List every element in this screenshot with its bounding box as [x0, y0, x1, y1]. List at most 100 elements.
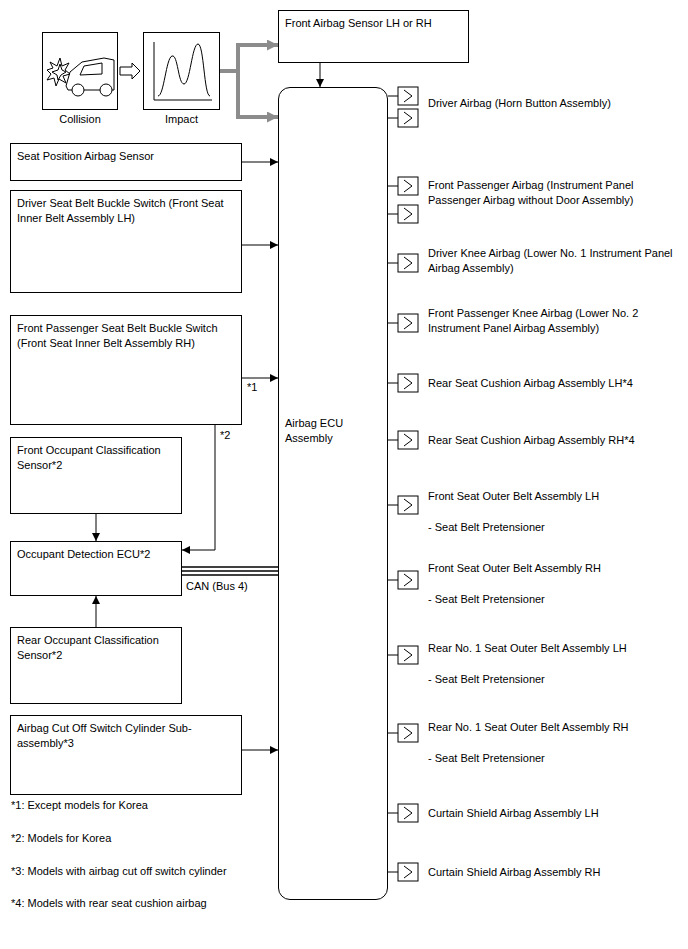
squib-output: Rear Seat Cushion Airbag Assembly RH*4	[398, 429, 684, 452]
squib-output: Rear No. 1 Seat Outer Belt Assembly RH- …	[398, 716, 684, 766]
connector-line	[388, 263, 398, 264]
squib-output: Rear Seat Cushion Airbag Assembly LH*4	[398, 372, 684, 395]
illustration-frame: Impact	[143, 32, 220, 110]
squib-body	[398, 177, 418, 195]
squib-body	[398, 109, 418, 127]
impact-burst	[47, 58, 70, 86]
connector-line	[388, 872, 398, 873]
squib-body	[398, 804, 418, 822]
connector-line	[388, 186, 398, 187]
node-text: Front Seat Outer Belt Assembly LH	[428, 489, 684, 504]
squib-symbols	[398, 486, 422, 517]
connector-line	[320, 63, 321, 87]
squib-body	[398, 646, 418, 664]
connector-line	[182, 425, 215, 550]
node-text: Rear No. 1 Seat Outer Belt Assembly RH	[428, 720, 684, 735]
connector	[388, 733, 398, 734]
connector-line	[388, 733, 398, 734]
node-text: Airbag ECU Assembly	[285, 416, 357, 446]
node-text: Impact	[134, 112, 229, 127]
node-text: Rear Seat Cushion Airbag Assembly LH*4	[428, 376, 684, 391]
footnote: *1: Except models for Korea	[10, 799, 149, 812]
squib-output: Front Passenger Airbag (Instrument Panel…	[398, 174, 684, 226]
component-box: Driver Seat Belt Buckle Switch (Front Se…	[10, 190, 242, 293]
footnote: *2: Models for Korea	[10, 832, 112, 845]
squib-symbol	[398, 431, 418, 449]
connector	[96, 596, 97, 627]
squib-chevron	[404, 112, 412, 124]
squib-symbols	[398, 372, 422, 395]
squib-body	[398, 87, 418, 105]
collision-picture	[47, 58, 114, 96]
squib-output: Curtain Shield Airbag Assembly RH	[398, 861, 684, 884]
node-text: Front Airbag Sensor LH or RH	[285, 16, 462, 31]
node-text: Rear Seat Cushion Airbag Assembly RH*4	[428, 433, 684, 448]
squib-chevron	[404, 377, 412, 389]
node-text: - Seat Belt Pretensioner	[428, 520, 684, 535]
squib-symbols	[398, 861, 422, 884]
edge-label: CAN (Bus 4)	[185, 580, 249, 593]
connector	[388, 872, 398, 873]
squib-symbol	[398, 314, 418, 332]
squib-chevron	[404, 574, 412, 586]
car-window	[80, 63, 102, 75]
connector	[388, 440, 398, 441]
connector-line	[388, 580, 398, 581]
squib-output: Front Seat Outer Belt Assembly LH - Seat …	[398, 486, 684, 535]
connector	[242, 162, 278, 163]
connector	[388, 813, 398, 814]
connector-line	[388, 383, 398, 384]
ecu-box: Airbag ECU Assembly	[278, 87, 388, 900]
node-text: Front Passenger Airbag (Instrument Panel…	[428, 178, 684, 208]
node-text: Airbag Cut Off Switch Cylinder Sub-assem…	[17, 721, 235, 751]
connector	[388, 383, 398, 384]
connector-line	[388, 655, 398, 656]
squib-output: Front Seat Outer Belt Assembly RH- Seat …	[398, 558, 684, 607]
node-text: Front Occupant Classification Sensor*2	[17, 443, 175, 473]
squib-body	[398, 314, 418, 332]
node-text: Front Passenger Seat Belt Buckle Switch …	[17, 321, 235, 351]
component-box: Seat Position Airbag Sensor	[10, 143, 242, 181]
squib-chevron	[404, 866, 412, 878]
connector-line	[96, 596, 97, 627]
connector	[242, 245, 278, 246]
connector	[242, 750, 278, 751]
impact-burst-core	[52, 64, 66, 80]
squib-symbols	[398, 802, 422, 825]
connector	[388, 323, 398, 324]
squib-body	[398, 571, 418, 589]
squib-body	[398, 496, 418, 514]
squib-symbols	[398, 638, 422, 667]
car-wheel	[72, 84, 84, 96]
squib-symbols	[398, 86, 422, 130]
footnote: *4: Models with rear seat cushion airbag	[10, 897, 208, 910]
squib-body	[398, 431, 418, 449]
node-text: Curtain Shield Airbag Assembly LH	[428, 806, 684, 821]
squib-chevron	[404, 257, 412, 269]
squib-chevron	[404, 208, 412, 220]
bus-line	[182, 566, 278, 567]
node-text: Seat Position Airbag Sensor	[17, 149, 235, 164]
edge-label: *2	[219, 429, 231, 442]
bus-line	[182, 574, 278, 575]
connector-line	[242, 245, 278, 246]
connector	[96, 514, 97, 541]
squib-symbols	[398, 174, 422, 226]
squib-symbol	[398, 254, 418, 272]
squib-symbol	[398, 646, 418, 664]
node-text: Front Seat Outer Belt Assembly RH	[428, 561, 684, 576]
squib-chevron	[404, 499, 412, 511]
connector	[388, 580, 398, 581]
squib-chevron	[404, 434, 412, 446]
connector-line	[388, 440, 398, 441]
node-text: Front Passenger Knee Airbag (Lower No. 2…	[428, 306, 684, 336]
illustration-frame: Collision	[42, 32, 118, 110]
component-box: Occupant Detection ECU*2	[10, 541, 182, 596]
squib-symbols	[398, 304, 422, 335]
connector-line	[388, 96, 398, 97]
squib-chevron	[404, 727, 412, 739]
connector	[320, 63, 321, 87]
component-box: Front Passenger Seat Belt Buckle Switch …	[10, 315, 242, 425]
node-text: Collision	[33, 112, 127, 127]
